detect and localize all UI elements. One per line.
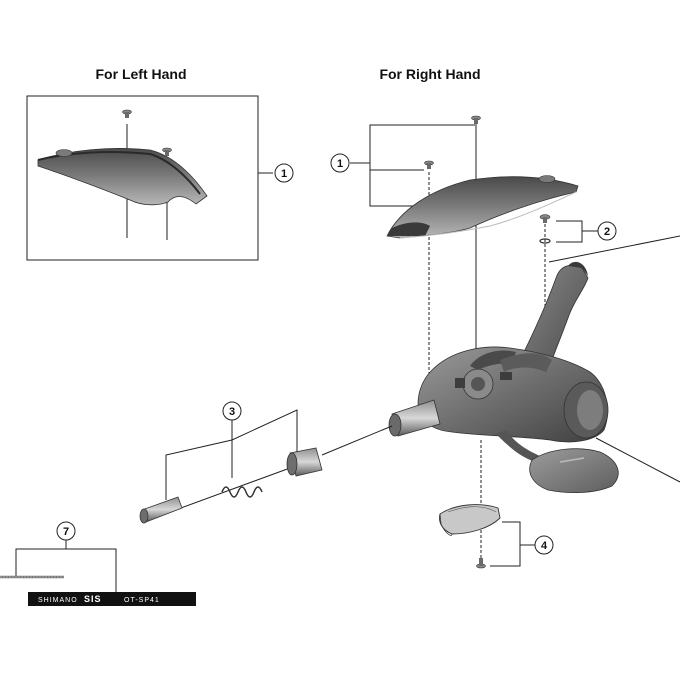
callout-1-right: 1 [330,153,350,173]
right-hand-heading: For Right Hand [379,66,480,82]
callout-3: 3 [222,401,242,421]
callout-1-left: 1 [274,163,294,183]
right-cover-screw-b [424,160,434,169]
callout-3-leader [165,409,298,500]
callout-4-leader [490,521,535,567]
callout-1-right-leader [350,124,475,207]
svg-text:4: 4 [541,540,548,552]
left-hand-cover-part [37,109,208,240]
right-cover-screw-a [471,115,481,124]
svg-text:3: 3 [229,406,235,418]
svg-text:7: 7 [63,526,69,538]
svg-text:SIS: SIS [84,594,102,604]
left-cover-screw-a [122,109,132,118]
callout-7: 7 [56,521,76,541]
left-cover-screw-b [162,147,172,156]
callout-4: 4 [534,535,554,555]
barrel-adjuster-nut [286,447,323,477]
lever-screw-and-washer [539,214,551,360]
release-lever-pad [529,448,619,494]
bottom-cover-screw [476,558,486,569]
callout-2: 2 [597,221,617,241]
adjuster-bolt [139,496,183,524]
right-hand-cover-part [386,115,579,412]
svg-text:1: 1 [281,168,287,180]
left-hand-heading: For Left Hand [96,66,187,82]
svg-text:2: 2 [604,226,610,238]
svg-text:OT-SP41: OT-SP41 [124,597,160,604]
bottom-cover-plate [439,504,501,536]
svg-text:SHIMANO: SHIMANO [38,597,78,604]
left-hand-inset-frame [26,95,259,261]
shifter-main-body [388,261,609,462]
adjuster-spring [221,486,263,498]
svg-text:1: 1 [337,158,343,170]
callout-7-leader [15,540,117,596]
outer-cable-casing: SHIMANO SIS OT-SP41 [28,592,196,606]
